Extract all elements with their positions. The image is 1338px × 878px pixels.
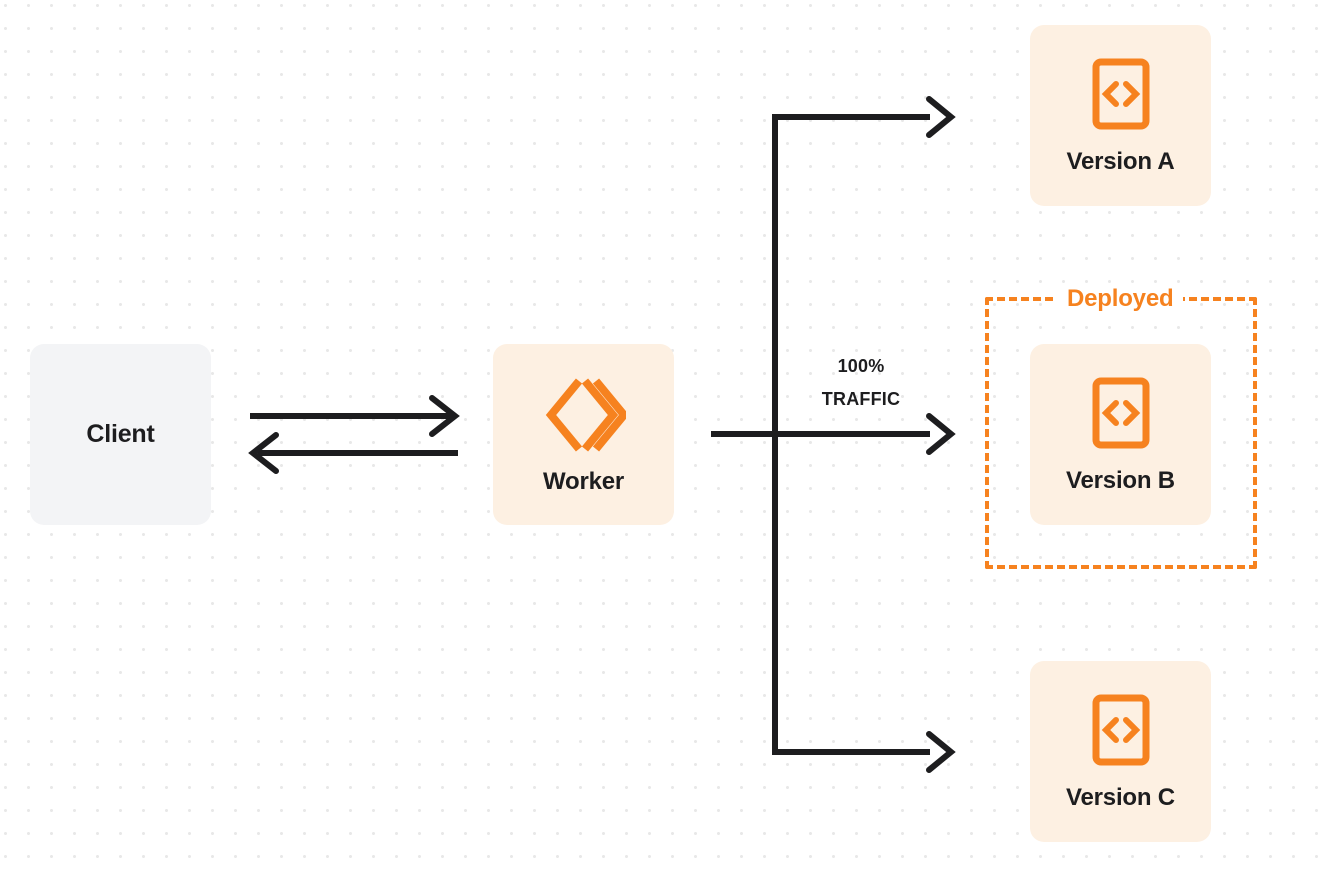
- cloudflare-workers-logo-icon: [542, 376, 629, 454]
- node-version-c-label: Version C: [1066, 783, 1175, 811]
- node-client-label: Client: [86, 420, 155, 448]
- edge-worker-to-client: [248, 432, 458, 474]
- node-version-b-label: Version B: [1066, 466, 1175, 494]
- node-version-c[interactable]: Version C: [1030, 661, 1211, 842]
- node-client[interactable]: Client: [30, 344, 211, 525]
- traffic-unit: TRAFFIC: [821, 389, 901, 409]
- code-brackets-icon: [1092, 58, 1150, 130]
- traffic-label: 100% TRAFFIC: [786, 350, 936, 416]
- edge-worker-to-version-a: [773, 96, 956, 138]
- edge-worker-trunk: [711, 114, 930, 755]
- traffic-percent: 100%: [837, 356, 885, 376]
- node-version-a[interactable]: Version A: [1030, 25, 1211, 206]
- node-worker[interactable]: Worker: [493, 344, 674, 525]
- node-version-b[interactable]: Version B: [1030, 344, 1211, 525]
- deployed-group-label: Deployed: [1057, 284, 1184, 314]
- code-brackets-icon: [1092, 694, 1150, 766]
- node-worker-label: Worker: [542, 467, 625, 495]
- edge-worker-to-version-c: [773, 731, 956, 773]
- edge-worker-to-version-b: [926, 413, 956, 455]
- node-version-a-label: Version A: [1066, 147, 1175, 175]
- edge-client-to-worker: [250, 395, 460, 437]
- code-brackets-icon: [1092, 377, 1150, 449]
